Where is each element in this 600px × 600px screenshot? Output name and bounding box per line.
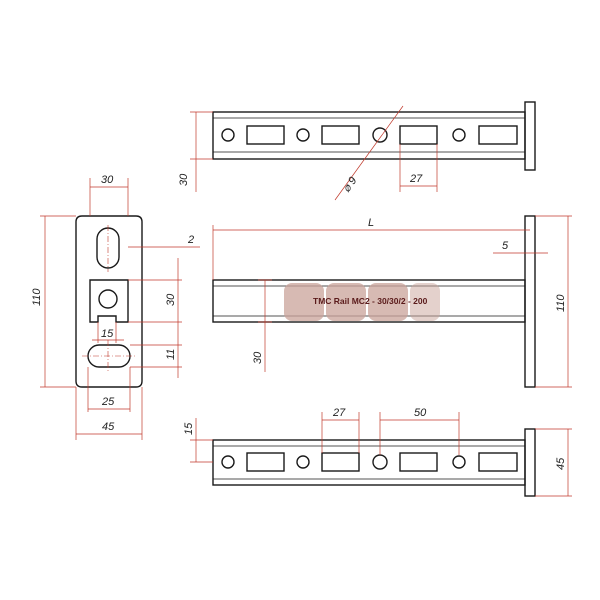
slot xyxy=(246,125,285,145)
front-base-plate xyxy=(524,215,536,388)
slot xyxy=(321,125,360,145)
hole xyxy=(221,128,235,142)
channel-profile xyxy=(89,279,129,323)
dim-side-25: 25 xyxy=(101,396,115,408)
dim-side-15: 15 xyxy=(101,328,114,340)
top-base-plate xyxy=(524,101,536,171)
dim-side-11: 11 xyxy=(165,349,177,360)
profile-hole xyxy=(98,289,118,309)
hole xyxy=(296,128,310,142)
dim-bottom-45: 45 xyxy=(555,457,567,470)
dim-hole-diameter: ⌀ 9 xyxy=(341,175,360,195)
dim-side-offset: 2 xyxy=(187,234,194,246)
bottom-view: 15 27 50 45 xyxy=(183,407,572,497)
end-plate-outline xyxy=(75,215,143,388)
slot xyxy=(399,452,438,472)
dim-bottom-50: 50 xyxy=(414,407,427,419)
dim-top-height: 30 xyxy=(178,173,190,186)
dim-side-height: 110 xyxy=(31,288,43,306)
dim-side-width: 30 xyxy=(101,174,114,186)
slot xyxy=(478,452,518,472)
dim-front-height: 110 xyxy=(555,294,567,312)
slot xyxy=(478,125,518,145)
hole xyxy=(372,127,388,143)
dim-front-30: 30 xyxy=(252,351,264,364)
hole xyxy=(221,455,235,469)
hole xyxy=(452,128,466,142)
dim-thickness: 5 xyxy=(502,240,509,252)
product-label: TMC Rail MC2 - 30/30/2 - 200 xyxy=(284,283,440,321)
bottom-base-plate xyxy=(524,428,536,497)
side-view: 30 110 2 30 15 11 25 45 xyxy=(31,174,200,440)
slot xyxy=(246,452,285,472)
product-label-text: TMC Rail MC2 - 30/30/2 - 200 xyxy=(313,296,428,306)
front-view: TMC Rail MC2 - 30/30/2 - 200 L 5 110 30 xyxy=(212,215,572,388)
dim-side-inner: 30 xyxy=(165,293,177,306)
dim-top-slot-width: 27 xyxy=(409,173,423,185)
slot xyxy=(321,452,360,472)
hole xyxy=(372,454,388,470)
dim-bottom-27: 27 xyxy=(332,407,346,419)
hole xyxy=(296,455,310,469)
bottom-rail-body xyxy=(212,439,526,486)
hole xyxy=(452,455,466,469)
dim-bottom-15: 15 xyxy=(183,422,195,435)
dim-side-45: 45 xyxy=(102,421,115,433)
dim-length: L xyxy=(368,217,374,229)
slot xyxy=(399,125,438,145)
top-view: 30 ⌀ 9 27 xyxy=(178,101,536,201)
